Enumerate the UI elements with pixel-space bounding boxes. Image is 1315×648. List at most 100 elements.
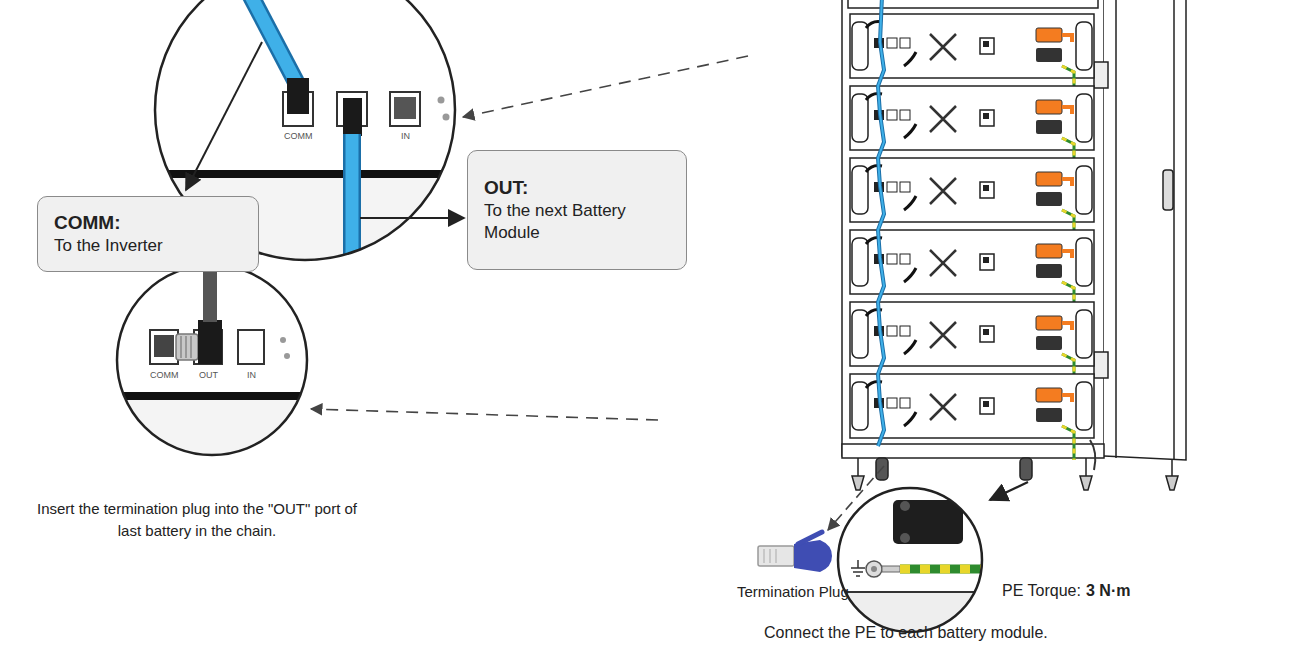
logo	[930, 250, 956, 276]
switch	[983, 401, 989, 407]
cable-clip	[904, 124, 916, 138]
leader-arrow	[186, 42, 262, 190]
part-name: Termination Plug	[737, 583, 849, 600]
torque-value: 3 N·m	[1086, 582, 1130, 600]
power-plug	[1036, 336, 1062, 350]
switch	[983, 329, 989, 335]
power-cable	[1062, 35, 1072, 42]
switch	[983, 41, 989, 47]
switch	[980, 182, 994, 198]
power-cable	[1062, 179, 1072, 186]
comm-port	[887, 398, 897, 408]
power-cable	[1062, 323, 1072, 330]
port-name: OUT	[199, 370, 218, 380]
battery-modules	[850, 0, 1095, 470]
instruction-note: Insert the termination plug into the "OU…	[32, 498, 362, 542]
power-plug	[1036, 120, 1062, 134]
power-plug	[1036, 48, 1062, 62]
logo	[930, 106, 956, 132]
power-plug	[1036, 172, 1062, 186]
switch	[983, 113, 989, 119]
handle	[852, 94, 868, 142]
handle	[852, 22, 868, 70]
handle	[1076, 238, 1092, 286]
pe-wire	[1062, 426, 1074, 460]
module-part	[850, 374, 1094, 438]
callout-title: OUT:	[484, 176, 670, 201]
pe-pointer	[990, 482, 1028, 500]
comm-port	[887, 326, 897, 336]
power-plug	[1036, 100, 1062, 114]
zoom-circle-bottom	[110, 250, 320, 460]
comm-port	[887, 110, 897, 120]
switch	[980, 326, 994, 342]
port-name: COMM	[284, 131, 313, 141]
handle	[852, 166, 868, 214]
logo	[930, 322, 956, 348]
cable-clip	[904, 52, 916, 66]
pe-zoom-circle	[835, 488, 995, 637]
cable-clip	[904, 412, 916, 426]
logo	[930, 34, 956, 60]
module-part	[850, 14, 1094, 78]
switch	[980, 110, 994, 126]
handle	[1076, 94, 1092, 142]
handle	[852, 238, 868, 286]
comm-cable	[878, 0, 884, 446]
comm-port	[887, 182, 897, 192]
switch	[980, 254, 994, 270]
callout-box: COMM:To the Inverter	[37, 196, 259, 272]
termination-plug-icon	[758, 532, 832, 572]
logo	[930, 394, 956, 420]
comm-port	[900, 110, 910, 120]
comm-port	[900, 38, 910, 48]
pe-wire	[1062, 426, 1074, 460]
power-cable	[1062, 251, 1072, 258]
comm-port	[900, 398, 910, 408]
pe-wire	[1090, 440, 1095, 470]
port-name: IN	[247, 370, 256, 380]
handle	[1076, 310, 1092, 358]
power-plug	[1036, 192, 1062, 206]
callout-text: To the next Battery Module	[484, 200, 634, 244]
power-cable	[1062, 107, 1072, 114]
zoom-pointer	[311, 409, 658, 420]
switch	[980, 398, 994, 414]
port-name: IN	[401, 131, 410, 141]
comm-port	[900, 326, 910, 336]
power-cable	[1062, 395, 1072, 402]
power-plug	[1036, 408, 1062, 422]
switch	[983, 185, 989, 191]
callout-title: COMM:	[54, 211, 242, 236]
handle	[1076, 382, 1092, 430]
cable-clip	[904, 268, 916, 282]
cable-clip	[904, 196, 916, 210]
switch	[983, 257, 989, 263]
module-part	[850, 302, 1094, 366]
module-part	[850, 230, 1094, 294]
port-name: COMM	[150, 370, 179, 380]
power-plug	[1036, 264, 1062, 278]
zoom-pointer	[463, 56, 748, 117]
battery-module	[850, 374, 1094, 460]
comm-port	[900, 254, 910, 264]
battery-rack	[842, 0, 1186, 490]
comm-cable	[878, 0, 884, 446]
power-plug	[1036, 28, 1062, 42]
module-part	[850, 86, 1094, 150]
power-plug	[1036, 388, 1062, 402]
callout-text: To the Inverter	[54, 235, 242, 257]
power-plug	[1036, 316, 1062, 330]
handle	[852, 382, 868, 430]
comm-port	[887, 254, 897, 264]
comm-port	[900, 182, 910, 192]
power-plug	[1036, 244, 1062, 258]
leader-arrow	[360, 217, 464, 219]
handle	[852, 310, 868, 358]
module-part	[850, 158, 1094, 222]
instruction-note: Connect the PE to each battery module.	[764, 624, 1048, 642]
comm-port	[887, 38, 897, 48]
switch	[980, 38, 994, 54]
